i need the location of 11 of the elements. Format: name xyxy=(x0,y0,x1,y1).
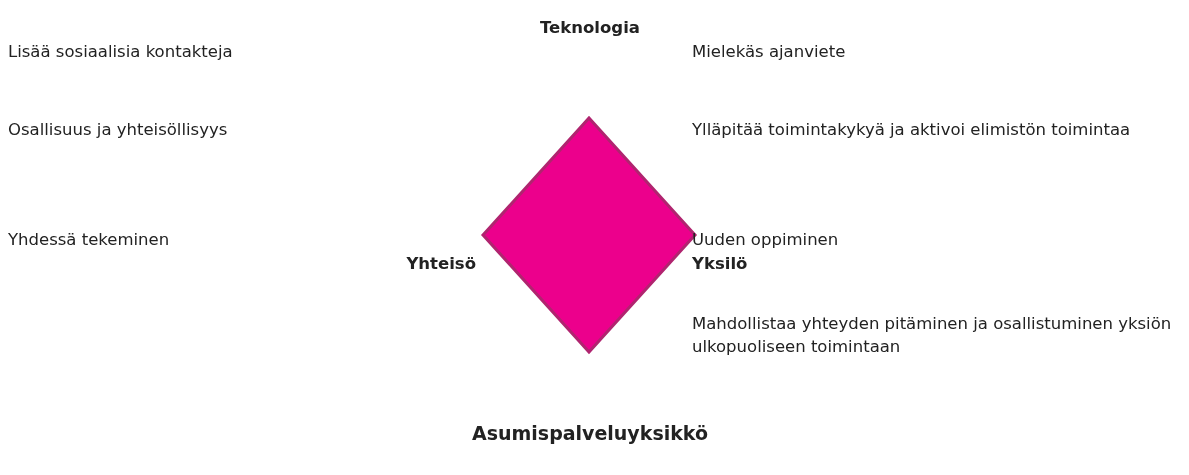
label-text: Ylläpitää toimintakykyä ja aktivoi elimistön toimintaa xyxy=(692,119,1132,141)
label-text: Lisää sosiaalisia kontakteja xyxy=(8,41,234,63)
category-heading: Yksilö xyxy=(692,253,749,275)
label-text: Mahdollistaa yhteyden pitäminen ja osallistuminen yksiön ulkopuoliseen toimintaan xyxy=(692,313,1172,359)
label-text: Osallisuus ja yhteisöllisyys xyxy=(8,119,229,141)
label-text: Uuden oppiminen xyxy=(692,229,840,251)
label-text: Mielekäs ajanviete xyxy=(692,41,847,63)
category-heading: Yhteisö xyxy=(405,253,476,275)
category-heading: Teknologia xyxy=(539,17,641,39)
category-heading: Asumispalveluyksikkö xyxy=(470,421,710,446)
label-text: Yhdessä tekeminen xyxy=(8,229,171,251)
